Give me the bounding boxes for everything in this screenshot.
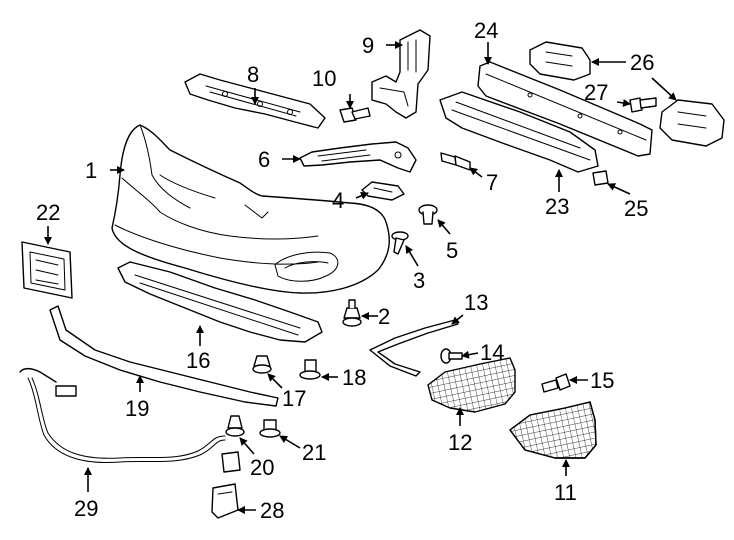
- rivet-21: [259, 419, 281, 438]
- grille-insert-11: [509, 401, 597, 459]
- lower-trim-strip-19: [49, 305, 279, 407]
- callout-14: 14: [480, 340, 504, 365]
- reinforcement-beam-23: [439, 91, 599, 173]
- leader-26b: [651, 77, 677, 101]
- callout-19: 19: [125, 396, 149, 421]
- callout-12: 12: [448, 430, 472, 455]
- callout-28: 28: [260, 498, 284, 523]
- bumper-cover: [111, 124, 390, 294]
- leader-13: [451, 314, 464, 325]
- callout-3: 3: [413, 268, 425, 293]
- callout-2: 2: [378, 304, 390, 329]
- callout-27: 27: [584, 80, 608, 105]
- bolt-25: [592, 170, 609, 186]
- leader-21: [279, 435, 301, 449]
- callout-4: 4: [332, 188, 344, 213]
- absorber-26-lower: [659, 99, 725, 147]
- callout-8: 8: [247, 62, 259, 87]
- callout-17: 17: [282, 386, 306, 411]
- callout-13: 13: [464, 290, 488, 315]
- callout-29: 29: [74, 496, 98, 521]
- bolt-15: [541, 373, 571, 393]
- callout-15: 15: [590, 368, 614, 393]
- callout-5: 5: [446, 238, 458, 263]
- callout-23: 23: [545, 194, 569, 219]
- leader-17: [267, 373, 283, 389]
- side-support-6: [299, 141, 417, 173]
- vertical-bracket-9: [371, 29, 431, 119]
- callout-labels: 1 2 3 4 5 6 7 8 9 10 11 12 13 14 15 16 1…: [36, 18, 654, 523]
- leader-3: [405, 245, 419, 267]
- rivet-18: [299, 359, 321, 380]
- bolt-10: [339, 107, 371, 123]
- wiring-harness-29: [19, 367, 241, 473]
- leader-7: [469, 167, 483, 178]
- grille-insert-12: [427, 357, 516, 413]
- trim-strip-13: [369, 319, 459, 377]
- callout-16: 16: [186, 348, 210, 373]
- bolt-7: [440, 152, 471, 171]
- callout-21: 21: [302, 440, 326, 465]
- leader-5: [437, 219, 451, 235]
- screw-3: [391, 231, 409, 255]
- callout-24: 24: [474, 18, 498, 43]
- absorber-26-upper: [529, 41, 591, 81]
- leader-lines: [44, 41, 677, 514]
- leader-20: [239, 437, 255, 455]
- leader-27: [616, 98, 631, 107]
- callout-25: 25: [624, 196, 648, 221]
- push-clip-17: [252, 355, 272, 374]
- impact-bar-24: [477, 61, 653, 157]
- callout-11: 11: [554, 480, 577, 505]
- leader-14: [461, 350, 479, 359]
- leader-4: [355, 192, 369, 200]
- connector-28: [211, 483, 239, 519]
- leader-25: [607, 183, 631, 195]
- lower-deflector-16: [117, 261, 323, 343]
- callout-26: 26: [630, 50, 654, 75]
- callout-20: 20: [250, 455, 274, 480]
- callout-6: 6: [258, 147, 270, 172]
- screw-14: [440, 348, 463, 364]
- callout-10: 10: [312, 66, 336, 91]
- license-bracket-22: [21, 241, 73, 299]
- clip-5: [418, 204, 438, 225]
- bolt-27: [629, 97, 657, 113]
- push-clip-2: [342, 299, 362, 327]
- callout-1: 1: [85, 158, 97, 183]
- small-bracket-4: [361, 181, 405, 201]
- callout-9: 9: [362, 33, 374, 58]
- push-clip-20: [225, 415, 245, 437]
- callout-22: 22: [36, 200, 60, 225]
- callout-18: 18: [342, 365, 366, 390]
- callout-7: 7: [486, 170, 498, 195]
